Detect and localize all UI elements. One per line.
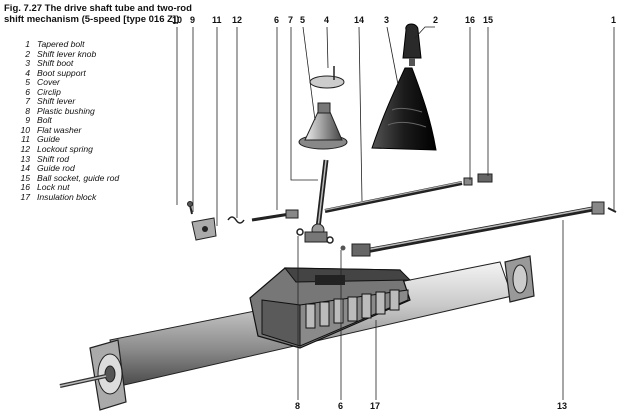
legend-item: 10 Flat washer [8, 124, 158, 136]
legend-number: 15 [20, 172, 30, 183]
legend-item: 11 Guide [8, 135, 158, 145]
legend-item: 14 Guide rod [8, 164, 158, 174]
legend-number: 12 [20, 144, 30, 155]
parts-legend: 1 Tapered bolt 2 Shift lever knob 3 Shift boo… [8, 39, 158, 203]
legend-item: 9 Bolt [8, 116, 158, 126]
legend-number: 17 [20, 191, 30, 202]
callout-2: 2 [433, 15, 439, 25]
caption-line-1: Fig. 7.27 The drive shaft tube and two-r… [4, 3, 192, 14]
legend-item: 15 Ball socket, guide rod [8, 172, 158, 184]
legend-item: 3 Shift boot [8, 59, 158, 69]
shift-boot [371, 67, 437, 151]
legend-label: Plastic bushing [37, 105, 95, 116]
callout-13: 13 [557, 401, 568, 411]
legend-number: 4 [25, 67, 30, 78]
legend-number: 10 [20, 124, 30, 135]
legend-item: 16 Lock nut [8, 183, 158, 193]
cover [298, 102, 348, 150]
legend-number: 6 [25, 86, 30, 97]
shift-rod [351, 201, 617, 257]
callout-12: 12 [232, 15, 243, 25]
legend-label: Lockout spring [37, 144, 93, 155]
legend-label: Flat washer [37, 124, 82, 135]
legend-item: 6 Circlip [8, 86, 158, 98]
guide-rod [324, 173, 493, 213]
callout-1: 1 [611, 15, 617, 25]
legend-item: 1 Tapered bolt [8, 39, 158, 50]
legend-label: Bolt [37, 115, 52, 126]
legend-item: 2 Shift lever knob [8, 48, 158, 60]
legend-label: Shift lever knob [37, 48, 97, 59]
legend-label: Circlip [37, 86, 61, 97]
legend-label: Shift rod [37, 153, 70, 164]
legend-label: Cover [37, 77, 60, 88]
callout-8: 8 [295, 401, 301, 411]
legend-label: Tapered bolt [37, 39, 85, 49]
callout-4: 4 [324, 15, 330, 25]
legend-number: 8 [25, 105, 30, 116]
legend-item: 8 Plastic bushing [8, 105, 158, 117]
callout-3: 3 [384, 15, 390, 25]
legend-number: 2 [25, 48, 30, 59]
leader-lines [176, 26, 615, 400]
legend-label: Guide rod [37, 163, 75, 174]
callout-10: 10 [172, 15, 183, 25]
legend-number: 7 [25, 96, 30, 107]
guide-bracket [187, 201, 346, 251]
callout-14: 14 [354, 15, 365, 25]
figure-caption: Fig. 7.27 The drive shaft tube and two-r… [4, 3, 239, 25]
callout-7: 7 [288, 15, 294, 25]
callout-16: 16 [465, 15, 476, 25]
callout-6-top: 6 [274, 15, 280, 25]
legend-number: 5 [25, 77, 30, 88]
legend-number: 11 [21, 134, 30, 145]
callout-6-bottom: 6 [338, 401, 344, 411]
legend-number: 1 [25, 39, 30, 49]
boot-support [309, 66, 345, 89]
legend-label: Lock nut [37, 182, 70, 193]
legend-number: 3 [25, 58, 30, 69]
legend-number: 16 [20, 182, 30, 193]
legend-number: 14 [20, 163, 30, 174]
callout-11: 11 [212, 15, 222, 25]
shift-lever-knob [402, 23, 422, 66]
caption-line-2: shift mechanism (5-speed [type 016 Z]) [4, 14, 180, 25]
legend-label: Shift boot [37, 58, 74, 69]
legend-label: Shift lever [37, 96, 76, 107]
legend-item: 17 Insulation block [8, 191, 158, 203]
legend-number: 9 [25, 115, 30, 126]
callout-17: 17 [370, 401, 381, 411]
legend-number: 13 [20, 153, 30, 164]
legend-label: Insulation block [37, 191, 97, 202]
legend-label: Ball socket, guide rod [37, 172, 120, 183]
legend-item: 13 Shift rod [8, 153, 158, 165]
legend-label: Boot support [37, 67, 86, 78]
legend-item: 5 Cover [8, 78, 158, 88]
callout-15: 15 [483, 15, 494, 25]
callout-9: 9 [190, 15, 196, 25]
legend-item: 7 Shift lever [8, 97, 158, 107]
legend-item: 12 Lockout spring [8, 144, 158, 155]
legend-label: Guide [37, 134, 60, 145]
callout-5: 5 [300, 15, 306, 25]
shift-lever [304, 159, 329, 243]
legend-item: 4 Boot support [8, 67, 158, 79]
insulation-block [249, 267, 412, 349]
